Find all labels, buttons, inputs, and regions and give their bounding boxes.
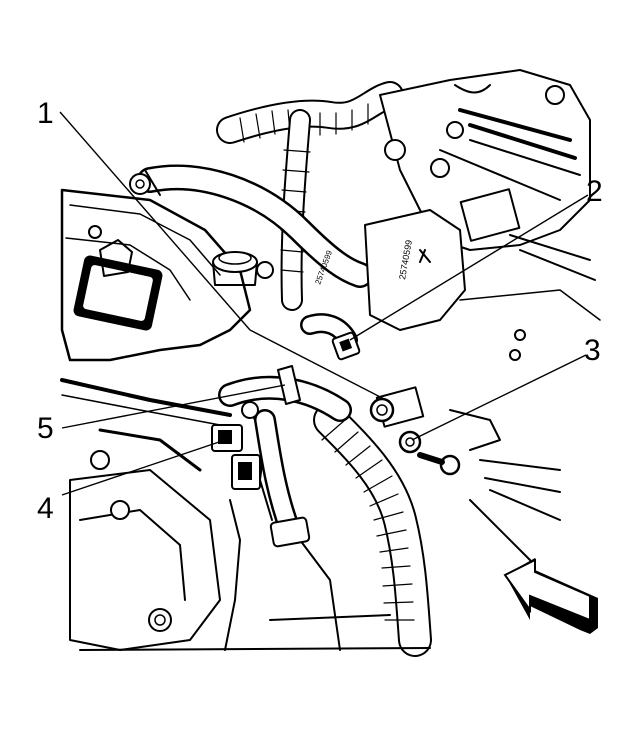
leader-line-2 xyxy=(349,194,589,341)
callout-2: 2 xyxy=(586,175,603,208)
engine-cover xyxy=(60,188,252,426)
lower-left-structure xyxy=(69,428,431,651)
reservoir-cap xyxy=(212,251,258,286)
electrical-connector-4 xyxy=(211,401,261,490)
right-upper-assembly xyxy=(379,69,601,361)
harness-clamp xyxy=(218,365,352,541)
leader-line-5 xyxy=(61,384,286,429)
heater-hose xyxy=(129,164,373,288)
center-housing: 25740599 25740599 xyxy=(256,209,466,331)
leader-line-3 xyxy=(411,354,587,441)
lower-harness xyxy=(313,403,432,657)
callout-3: 3 xyxy=(584,334,601,367)
leader-line-1 xyxy=(59,111,251,331)
electrical-connector-2 xyxy=(300,313,361,361)
leader-line-4 xyxy=(61,439,226,496)
direction-arrow-icon xyxy=(503,558,598,634)
callout-4: 4 xyxy=(37,492,54,525)
mounting-bolts xyxy=(369,386,561,561)
callout-1: 1 xyxy=(37,97,54,130)
leader-lines xyxy=(59,111,589,496)
leader-line-1b xyxy=(249,329,391,403)
callout-5: 5 xyxy=(37,412,54,445)
